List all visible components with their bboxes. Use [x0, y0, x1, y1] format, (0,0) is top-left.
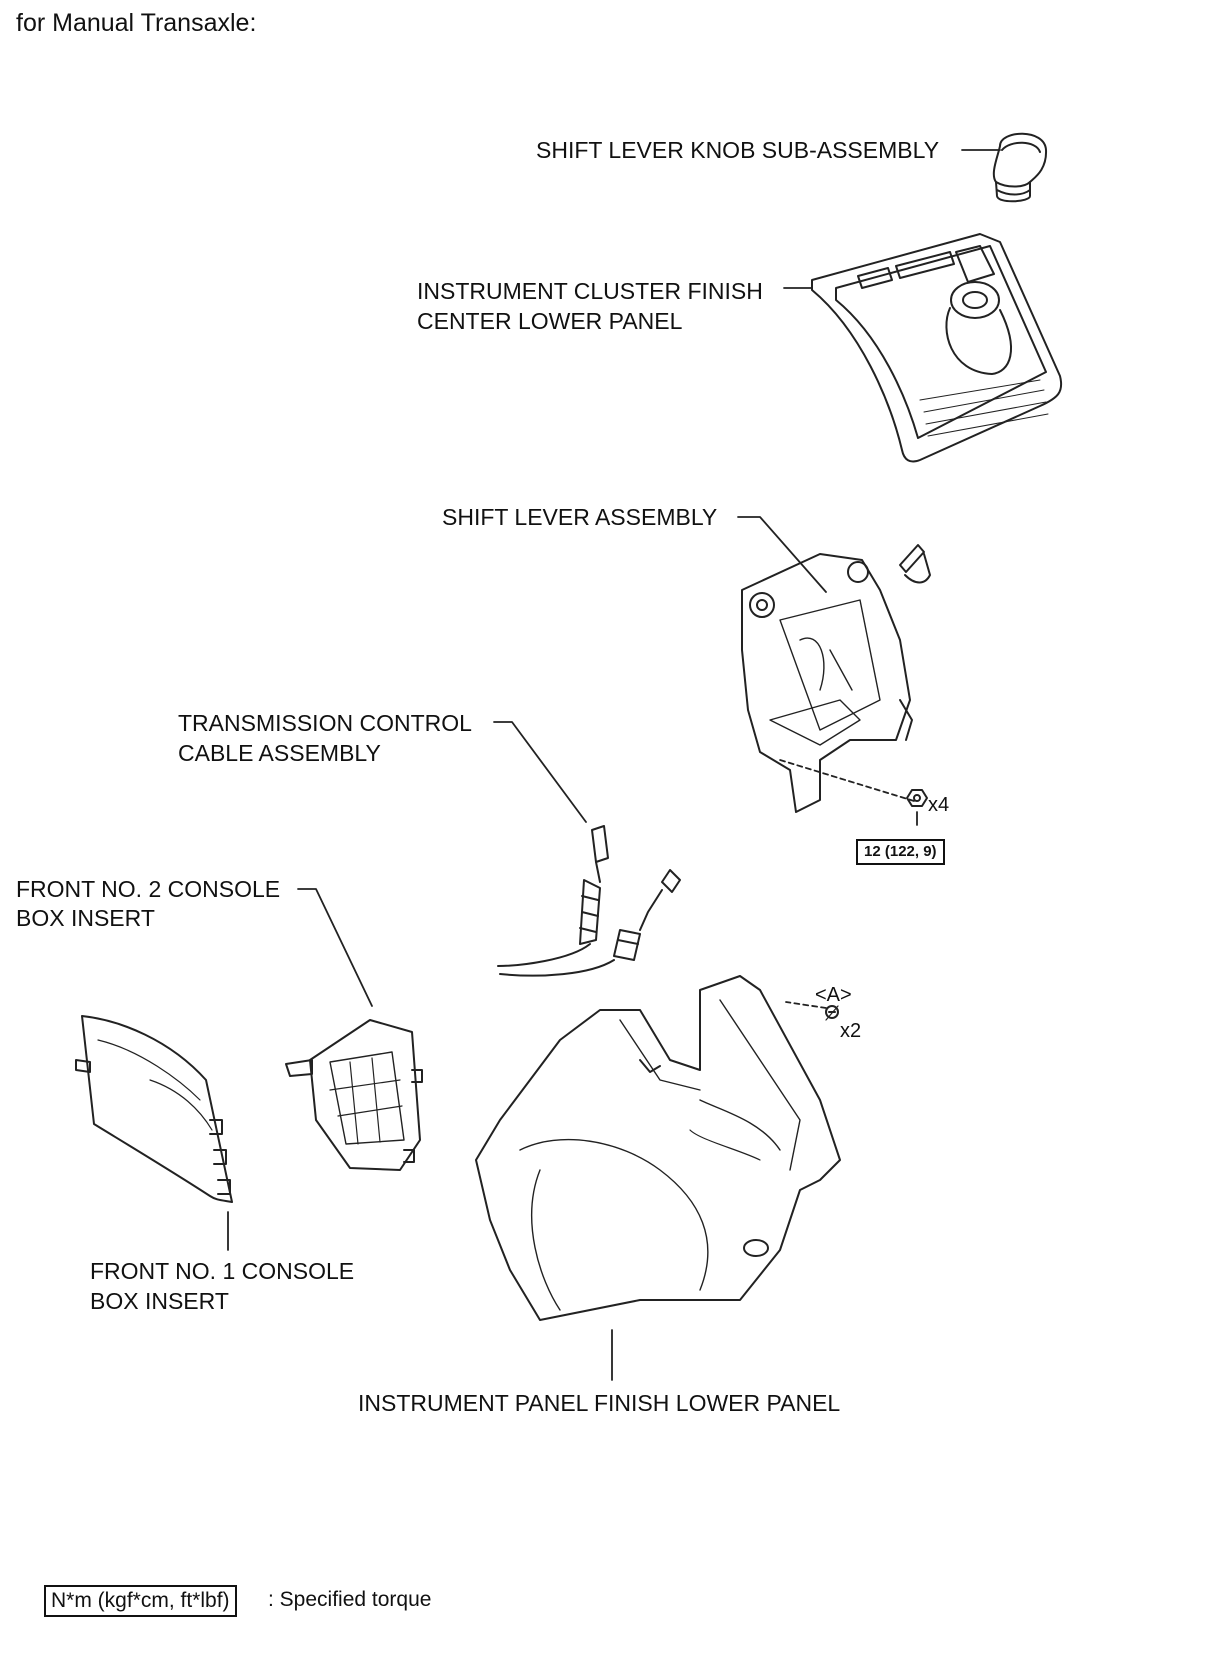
cluster-panel-drawing [811, 233, 1063, 463]
label-box2-line1: FRONT NO. 2 CONSOLE [16, 876, 281, 902]
label-shift-lever-knob: SHIFT LEVER KNOB SUB-ASSEMBLY [536, 137, 940, 163]
screw-icon [825, 1005, 839, 1021]
label-cluster-panel-line1: INSTRUMENT CLUSTER FINISH [417, 278, 763, 304]
console-box-insert-no1-drawing [75, 1015, 233, 1203]
label-cable-line2: CABLE ASSEMBLY [178, 740, 381, 766]
transmission-cable-drawing [497, 825, 681, 977]
label-box1-line1: FRONT NO. 1 CONSOLE [90, 1258, 355, 1284]
console-box-insert-no2-drawing [285, 1019, 423, 1171]
torque-legend-text: : Specified torque [268, 1588, 432, 1611]
nut-quantity: x4 [928, 794, 950, 816]
label-box1-line2: BOX INSERT [90, 1288, 229, 1314]
page-header: for Manual Transaxle: [16, 9, 257, 37]
label-shift-lever-assembly: SHIFT LEVER ASSEMBLY [442, 504, 718, 530]
screw-quantity: x2 [840, 1020, 862, 1042]
nut-icon [906, 789, 928, 807]
shift-knob-drawing [992, 132, 1048, 203]
torque-legend-box: N*m (kgf*cm, ft*lbf) [44, 1585, 237, 1617]
label-cable-line1: TRANSMISSION CONTROL [178, 710, 472, 736]
screw-reference: <A> [815, 984, 852, 1006]
leader-lines [227, 149, 1001, 1381]
shift-lever-assembly-drawing [741, 544, 931, 813]
lower-panel-drawing [475, 975, 841, 1321]
label-box2-line2: BOX INSERT [16, 905, 155, 931]
label-lower-panel: INSTRUMENT PANEL FINISH LOWER PANEL [358, 1390, 841, 1416]
label-cluster-panel-line2: CENTER LOWER PANEL [417, 308, 683, 334]
nut-torque-box: 12 (122, 9) [856, 839, 945, 865]
